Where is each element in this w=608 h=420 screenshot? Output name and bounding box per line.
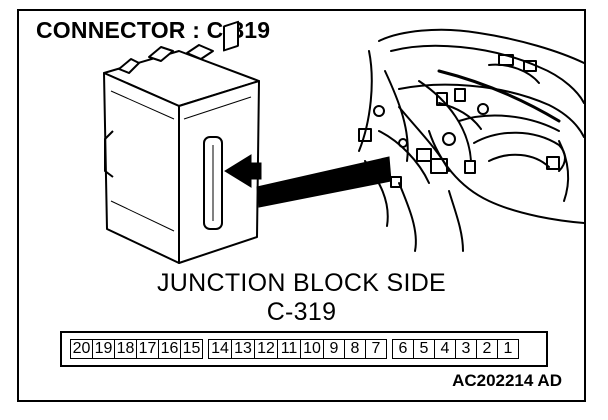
- pin-cell: 16: [158, 339, 181, 359]
- pin-cell: 20: [70, 339, 93, 359]
- pin-cell: 14: [208, 339, 232, 359]
- pin-cell: 8: [344, 339, 366, 359]
- pin-cell: 4: [434, 339, 456, 359]
- pin-cell: 1: [497, 339, 519, 359]
- pin-cell: 15: [180, 339, 203, 359]
- diagram-frame: CONNECTOR : C-319: [17, 9, 586, 402]
- pin-cell: 18: [114, 339, 137, 359]
- pin-cell: 10: [300, 339, 324, 359]
- pin-cell: 13: [231, 339, 255, 359]
- connector-id-caption: C-319: [266, 298, 337, 326]
- figure-code: AC202214 AD: [452, 371, 562, 390]
- connector-face: 20 19 18 17 16 15 14 13 12 11 10 9 8 7 6…: [60, 331, 548, 367]
- pin-cell: 17: [136, 339, 159, 359]
- pin-row: 20 19 18 17 16 15 14 13 12 11 10 9 8 7 6…: [70, 339, 519, 359]
- pin-cell: 9: [323, 339, 345, 359]
- junction-block-illustration: [103, 20, 584, 264]
- pin-cell: 6: [392, 339, 414, 359]
- junction-block-side-caption: JUNCTION BLOCK SIDE: [156, 269, 447, 297]
- pin-cell: 5: [413, 339, 435, 359]
- pin-cell: 19: [92, 339, 115, 359]
- junction-block-module: [103, 20, 260, 264]
- dashboard-wiring-harness: [358, 28, 584, 252]
- pin-cell: 11: [277, 339, 301, 359]
- pin-cell: 12: [254, 339, 278, 359]
- pin-cell: 3: [455, 339, 477, 359]
- pin-cell: 7: [365, 339, 387, 359]
- pin-cell: 2: [476, 339, 498, 359]
